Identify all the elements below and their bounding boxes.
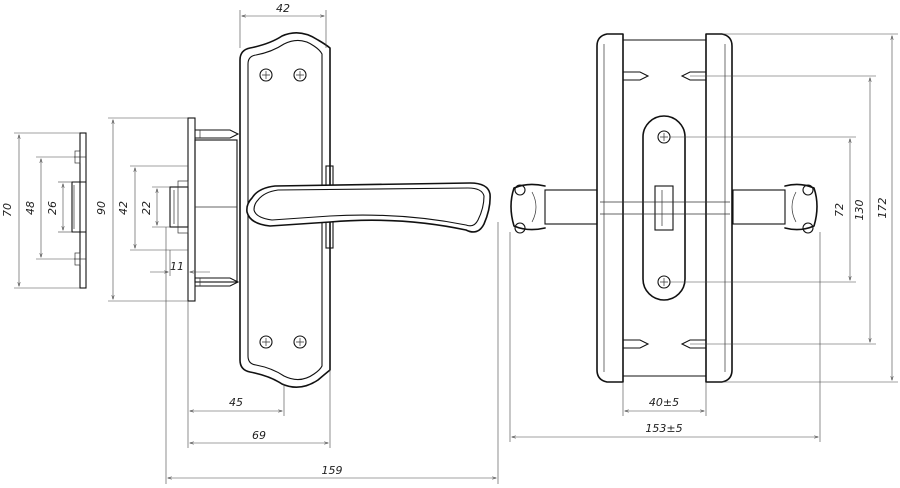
latch-bolt (169, 186, 189, 228)
latch-faceplate-front (642, 115, 686, 301)
dim-screw-spacing-130: 130 (853, 200, 866, 221)
screw-icon (657, 275, 671, 289)
dimension-labels: 70 48 26 90 42 22 11 42 45 69 159 40±5 1… (1, 2, 889, 477)
screw-icon (293, 335, 307, 349)
dim-backset-69: 69 (252, 429, 266, 442)
dim-handle-spacing: 40±5 (649, 396, 679, 409)
latch-faceplate (187, 117, 196, 302)
dim-door-thickness-range: 153±5 (645, 422, 682, 435)
door-section-view (510, 33, 818, 383)
dim-plate-width: 42 (276, 2, 290, 15)
left-backplate-section (596, 33, 624, 383)
latch-side-view (169, 117, 240, 302)
left-handle-end (510, 183, 546, 231)
dim-strike-hole-span: 48 (24, 201, 37, 215)
lever-handle-inner (253, 187, 485, 227)
dim-strike-slot-height: 26 (46, 201, 59, 215)
right-backplate-section (705, 33, 733, 383)
dim-overall-length: 159 (322, 464, 343, 477)
handle-backplate-inner (247, 39, 323, 381)
left-handle-neck (544, 189, 598, 225)
mount-pin-top (195, 129, 240, 139)
screw-icon (293, 68, 307, 82)
strike-slot (71, 181, 86, 233)
handle-plate-view (239, 32, 491, 388)
screw-icon (259, 68, 273, 82)
strike-plate-view (71, 132, 87, 289)
latch-bolt-front (654, 185, 674, 231)
dim-strike-plate-height: 70 (1, 203, 14, 217)
right-handle-neck (732, 189, 786, 225)
dim-latch-body-height: 90 (95, 201, 108, 215)
lever-handle (246, 182, 491, 233)
dim-backset-45: 45 (229, 396, 243, 409)
right-handle-end (784, 183, 818, 231)
dimension-lines (14, 10, 898, 484)
mount-pin-bottom (195, 277, 240, 287)
dim-latch-face-height: 42 (117, 201, 130, 215)
strike-plate-body (79, 132, 87, 289)
dim-latch-bolt-projection: 11 (170, 260, 184, 273)
dim-plate-height-172: 172 (876, 198, 889, 219)
dim-screw-spacing-72: 72 (833, 203, 846, 217)
screw-icon (657, 130, 671, 144)
screw-icon (259, 335, 273, 349)
dim-latch-bolt-height: 22 (140, 201, 153, 215)
latch-body (194, 139, 238, 283)
